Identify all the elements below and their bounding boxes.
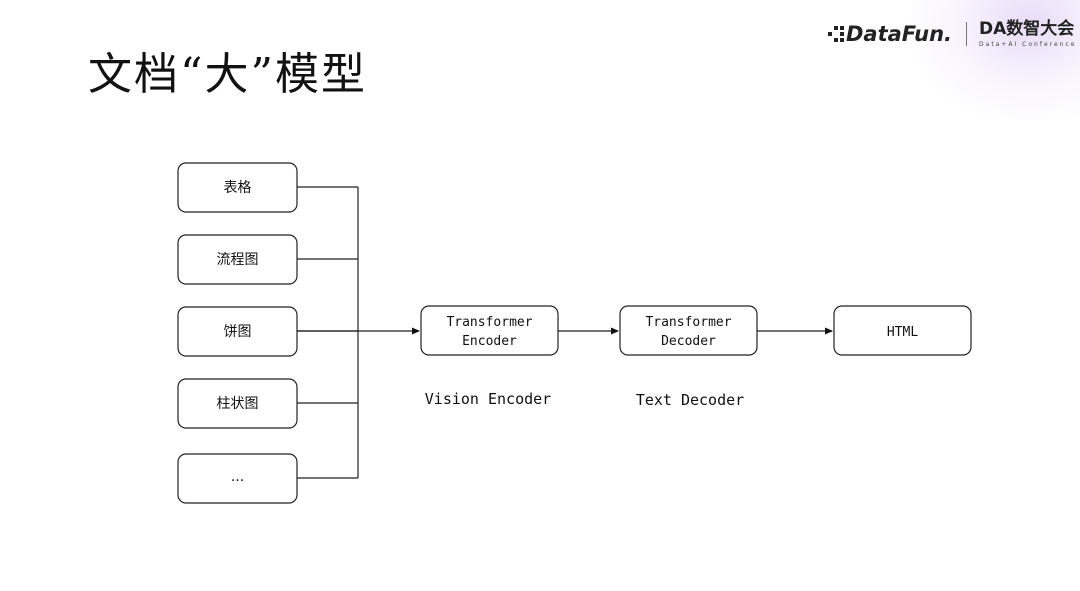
decoder-label-line1: Transformer bbox=[645, 315, 731, 330]
decoder-node: Transformer Decoder bbox=[619, 305, 758, 356]
encoder-label-line1: Transformer bbox=[446, 315, 532, 330]
input-node-pie-chart: 饼图 bbox=[177, 306, 298, 357]
logo-divider bbox=[966, 22, 968, 46]
page-title: 文档“大”模型 bbox=[88, 49, 367, 100]
decoder-label-line2: Decoder bbox=[661, 334, 716, 349]
conference-logos: DataFun. DA数智大会 Data+AI Conference bbox=[828, 14, 1076, 54]
input-label-table: 表格 bbox=[224, 180, 252, 196]
input-label-bar-chart: 柱状图 bbox=[217, 396, 259, 412]
datafun-dots-icon bbox=[828, 26, 844, 42]
encoder-label-line2: Encoder bbox=[462, 334, 517, 349]
input-node-bar-chart: 柱状图 bbox=[177, 378, 298, 429]
input-label-more: ... bbox=[231, 469, 244, 485]
input-label-flowchart: 流程图 bbox=[217, 252, 259, 268]
output-label: HTML bbox=[887, 325, 918, 340]
input-node-flowchart: 流程图 bbox=[177, 234, 298, 285]
input-label-pie-chart: 饼图 bbox=[224, 324, 252, 340]
datafun-logo: DataFun. bbox=[846, 22, 953, 46]
encoder-caption: Vision Encoder bbox=[425, 390, 551, 408]
corner-glow bbox=[910, 0, 1080, 120]
da-logo: DA数智大会 Data+AI Conference bbox=[979, 20, 1076, 48]
encoder-node: Transformer Encoder bbox=[420, 305, 559, 356]
da-logo-subtitle: Data+AI Conference bbox=[979, 40, 1077, 48]
decoder-caption: Text Decoder bbox=[636, 391, 744, 409]
input-node-table: 表格 bbox=[177, 162, 298, 213]
da-logo-title: DA数智大会 bbox=[979, 19, 1075, 40]
output-node: HTML bbox=[833, 305, 972, 356]
input-node-more: ... bbox=[177, 453, 298, 504]
